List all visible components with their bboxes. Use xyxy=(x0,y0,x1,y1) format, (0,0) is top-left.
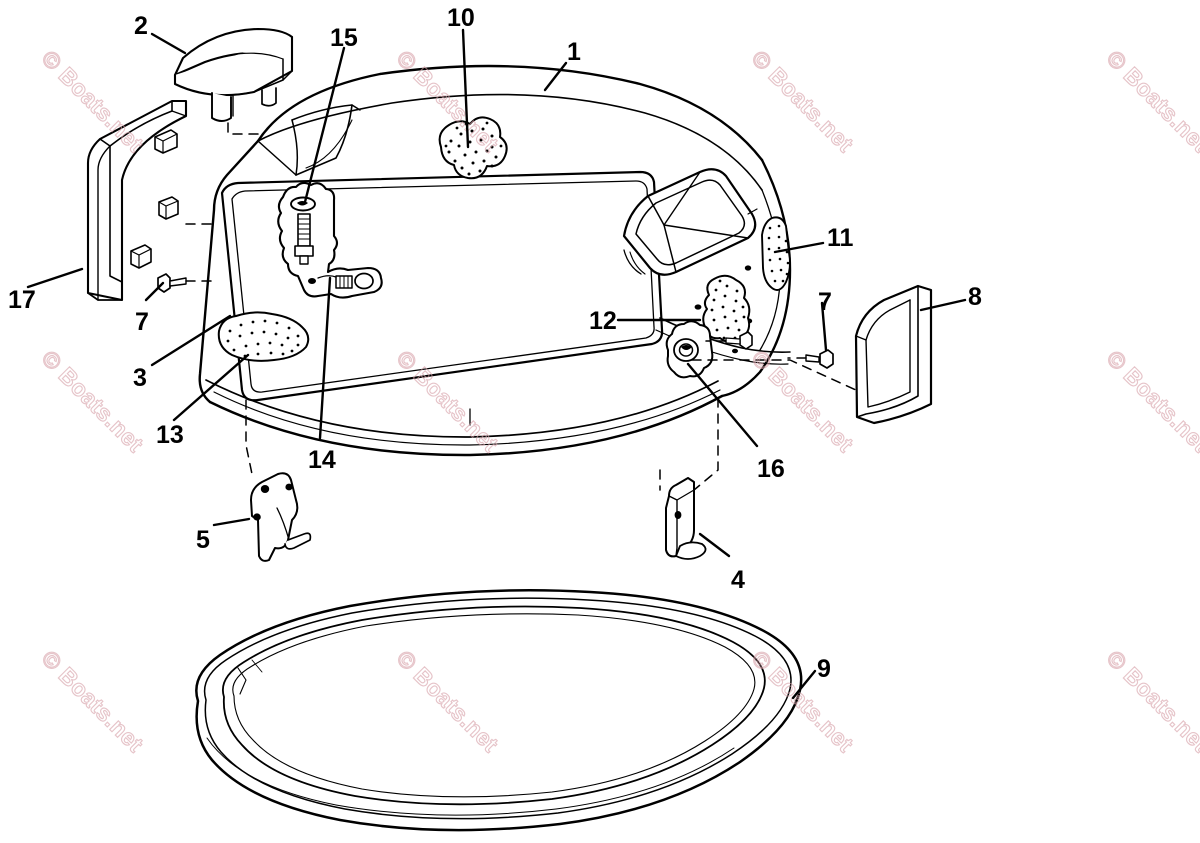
leader-7a xyxy=(144,281,165,302)
part-insulation-pad-top xyxy=(438,116,508,180)
callout-number-11: 11 xyxy=(827,224,854,252)
callout-number-16: 16 xyxy=(757,455,785,483)
part-insulation-strip-right xyxy=(761,216,791,291)
part-insulation-pad-front-right xyxy=(702,274,751,343)
part-cowl-seal-gasket xyxy=(195,589,803,832)
callout-number-1: 1 xyxy=(567,38,581,66)
leader-7b xyxy=(820,301,828,352)
callout-number-14: 14 xyxy=(308,446,336,474)
leader-3 xyxy=(150,314,232,367)
callout-number-15: 15 xyxy=(330,24,358,52)
callout-number-13: 13 xyxy=(156,421,184,449)
leader-13 xyxy=(172,353,250,422)
part-insulation-pad-front-left xyxy=(217,311,310,362)
part-screw-right xyxy=(805,349,834,369)
leader-14 xyxy=(318,276,332,440)
callout-number-17: 17 xyxy=(8,286,36,314)
callout-number-4: 4 xyxy=(731,566,745,594)
callout-number-7-right: 7 xyxy=(818,288,832,316)
leader-17 xyxy=(26,267,84,289)
part-side-panel-cover-right xyxy=(854,284,933,425)
part-latch-keeper-striker xyxy=(665,320,714,379)
leader-1 xyxy=(543,61,568,92)
leader-10 xyxy=(461,28,470,149)
part-cover-plug-cap xyxy=(173,27,294,122)
assembly-dash-lines xyxy=(185,223,857,491)
callout-number-9: 9 xyxy=(817,655,831,683)
leader-15 xyxy=(303,46,346,204)
part-side-panel-cover-left xyxy=(86,99,188,302)
leader-16 xyxy=(686,362,759,448)
part-screw-center xyxy=(725,331,753,350)
callout-number-2: 2 xyxy=(134,12,148,40)
callout-number-3: 3 xyxy=(133,364,147,392)
callout-number-8: 8 xyxy=(968,283,982,311)
leader-9 xyxy=(791,669,817,700)
leader-8 xyxy=(919,298,967,312)
part-hinge-bracket-left xyxy=(250,472,312,562)
part-latch-bracket-right xyxy=(665,477,707,560)
callout-number-12: 12 xyxy=(589,307,617,335)
leader-11 xyxy=(773,241,825,254)
callout-number-5: 5 xyxy=(196,526,210,554)
callout-number-7-left: 7 xyxy=(135,308,149,336)
callout-number-10: 10 xyxy=(447,4,475,32)
part-latch-lever-assembly xyxy=(277,181,383,299)
leader-2 xyxy=(150,32,187,55)
leader-4 xyxy=(698,532,731,558)
assembly-dash-cap xyxy=(227,122,301,135)
leader-5 xyxy=(212,517,251,527)
